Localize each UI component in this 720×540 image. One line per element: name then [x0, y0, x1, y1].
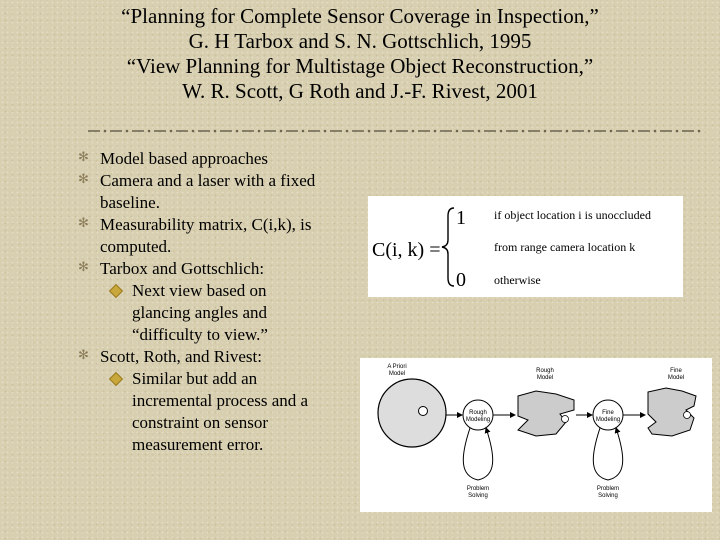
divider-dot: [675, 129, 679, 133]
a-priori-model-shape: [377, 378, 447, 448]
divider-dot: [345, 129, 349, 133]
divider-dot: [499, 129, 503, 133]
title-line-2: G. H Tarbox and S. N. Gottschlich, 1995: [188, 29, 532, 53]
bullet-mark-icon: ✻: [78, 347, 89, 362]
divider-dot: [455, 129, 459, 133]
divider-dot: [301, 129, 305, 133]
svg-text:Modeling: Modeling: [596, 417, 620, 423]
divider-dot: [697, 129, 701, 133]
measurability-formula: C(i, k) = 1 0 if object location i is un…: [368, 196, 683, 297]
formula-brace: [441, 207, 455, 287]
divider-dot: [125, 129, 129, 133]
divider-dot: [521, 129, 525, 133]
bullet-item: ✻ Model based approaches: [78, 149, 269, 168]
bullet-item: ✻ Measurability matrix, C(i,k), is compu…: [78, 215, 312, 256]
a-priori-label: A Priori: [387, 364, 406, 370]
rough-model-shape: [517, 390, 575, 437]
rough-model-label: Rough: [536, 368, 554, 374]
formula-lhs: C(i, k) =: [372, 239, 441, 261]
formula-case-zero: 0: [456, 269, 466, 291]
bullet-list: ✻ Model based approaches ✻ Camera and a …: [78, 148, 368, 456]
divider-dot: [565, 129, 569, 133]
title-line-4: W. R. Scott, G Roth and J.-F. Rivest, 20…: [182, 79, 538, 103]
divider-dot: [213, 129, 217, 133]
a-priori-label-2: Model: [389, 371, 405, 377]
diamond-bullet-icon: [108, 283, 124, 299]
fine-model-shape: [647, 387, 697, 437]
divider-dot: [433, 129, 437, 133]
title-line-3: “View Planning for Multistage Object Rec…: [126, 54, 594, 78]
svg-text:Fine: Fine: [602, 410, 614, 416]
bullet-mark-icon: ✻: [78, 171, 89, 186]
divider-dot: [279, 129, 283, 133]
rough-model-hole: [561, 415, 569, 423]
svg-text:Solving: Solving: [468, 493, 488, 499]
svg-text:Rough: Rough: [469, 410, 487, 416]
problem-solving-label-2: Problem: [597, 486, 619, 492]
formula-case2: otherwise: [494, 273, 541, 287]
divider-dot: [191, 129, 195, 133]
divider-dot: [631, 129, 635, 133]
rough-model-label-2: Model: [537, 375, 553, 381]
formula-case1-line1: if object location i is unoccluded: [494, 208, 651, 222]
sub-bullet-item: Next view based on glancing angles and “…: [78, 280, 368, 346]
divider-dot: [169, 129, 173, 133]
divider-dot: [367, 129, 371, 133]
bullet-mark-icon: ✻: [78, 259, 89, 274]
divider-dot: [235, 129, 239, 133]
divider-dot: [389, 129, 393, 133]
bullet-item: ✻ Tarbox and Gottschlich:: [78, 259, 265, 278]
formula-case-one: 1: [456, 207, 466, 229]
multistage-diagram: A Priori Model Rough Model Fine Model Ro…: [360, 358, 712, 512]
fine-model-label: Fine: [670, 368, 682, 374]
title-line-1: “Planning for Complete Sensor Coverage i…: [121, 4, 599, 28]
divider-dot: [609, 129, 613, 133]
a-priori-hole: [418, 406, 428, 416]
bullet-item: ✻ Scott, Roth, and Rivest:: [78, 347, 262, 366]
slide-title: “Planning for Complete Sensor Coverage i…: [40, 4, 680, 104]
fine-model-hole: [683, 411, 691, 419]
fine-loop-arrow: [592, 427, 624, 481]
divider-dot: [147, 129, 151, 133]
svg-text:Modeling: Modeling: [466, 417, 490, 423]
rough-loop-arrow: [462, 427, 494, 481]
divider-dot: [411, 129, 415, 133]
divider-dot: [323, 129, 327, 133]
problem-solving-label-1: Problem: [467, 486, 489, 492]
formula-case1-line2: from range camera location k: [494, 240, 635, 254]
bullet-mark-icon: ✻: [78, 215, 89, 230]
svg-text:Solving: Solving: [598, 493, 618, 499]
bullet-item: ✻ Camera and a laser with a fixed baseli…: [78, 171, 316, 212]
diamond-bullet-icon: [108, 371, 124, 387]
bullet-mark-icon: ✻: [78, 149, 89, 164]
divider-dot: [543, 129, 547, 133]
divider-dot: [653, 129, 657, 133]
divider-dot: [477, 129, 481, 133]
divider-dot: [103, 129, 107, 133]
divider-dashes: [88, 129, 701, 133]
divider-dot: [257, 129, 261, 133]
title-divider: [88, 129, 701, 133]
sub-bullet-item: Similar but add an incremental process a…: [78, 368, 368, 456]
divider-dot: [587, 129, 591, 133]
fine-model-label-2: Model: [668, 375, 684, 381]
